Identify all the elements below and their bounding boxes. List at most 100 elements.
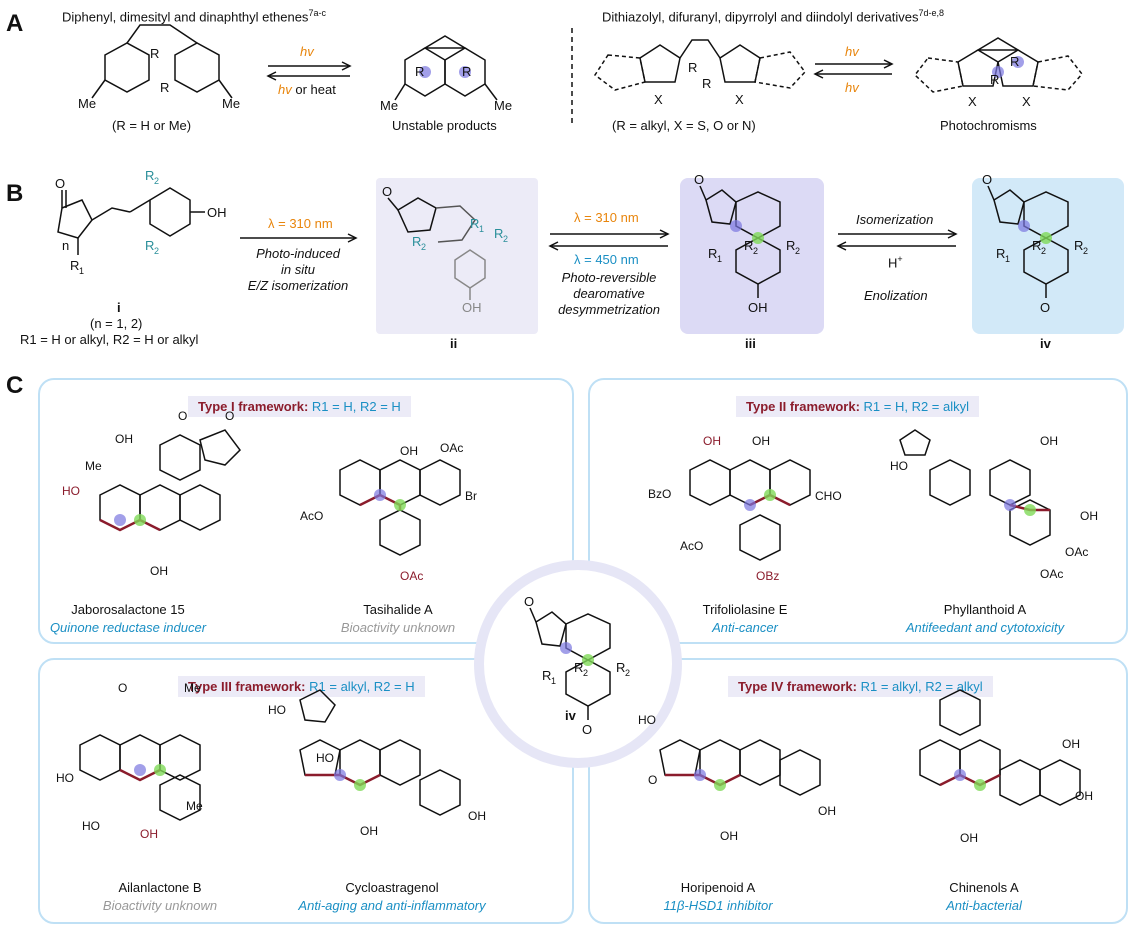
step3-forward-label: Isomerization — [856, 212, 934, 227]
svg-text:OAc: OAc — [1065, 545, 1088, 559]
svg-text:1: 1 — [717, 254, 722, 264]
center-core-circle — [474, 560, 682, 768]
panel-a-fwd-label: hv — [300, 44, 314, 59]
svg-text:1: 1 — [1005, 254, 1010, 264]
svg-text:2: 2 — [154, 246, 159, 256]
compound-name: Chinenols A — [949, 880, 1019, 895]
framework-box-type-4 — [588, 658, 1128, 924]
svg-text:Me: Me — [494, 98, 512, 113]
svg-text:R: R — [160, 80, 169, 95]
svg-text:Me: Me — [78, 96, 96, 111]
svg-text:1: 1 — [79, 266, 84, 276]
compound-i-n: (n = 1, 2) — [90, 316, 143, 331]
svg-text:2: 2 — [503, 234, 508, 244]
framework-badge-type-4: Type IV framework: R1 = alkyl, R2 = alky… — [728, 676, 993, 697]
framework-box-type-1 — [38, 378, 574, 644]
compound-activity: Anti-cancer — [712, 620, 778, 635]
svg-text:R: R — [708, 246, 717, 261]
svg-text:R: R — [494, 226, 503, 241]
panel-a-back-label: hv or heat — [278, 82, 336, 97]
compound-name: Tasihalide A — [363, 602, 433, 617]
framework-badge-type-1: Type I framework: R1 = H, R2 = H — [188, 396, 411, 417]
svg-text:OAc: OAc — [400, 569, 423, 583]
compound-name: Phyllanthoid A — [943, 602, 1027, 617]
framework-badge-type-2: Type II framework: R1 = H, R2 = alkyl — [736, 396, 980, 417]
stilbene-alkene — [126, 24, 198, 44]
step1-lambda: λ = 310 nm — [268, 216, 333, 231]
svg-text:OH: OH — [1075, 789, 1093, 803]
center-core-label: iv — [565, 708, 576, 723]
panel-letter-b: B — [6, 180, 24, 207]
svg-text:O: O — [648, 773, 657, 787]
compound-ii-label: ii — [450, 336, 458, 351]
panel-a-right-back: hv — [845, 80, 859, 95]
svg-text:HO: HO — [82, 819, 100, 833]
svg-text:AcO: AcO — [300, 509, 323, 523]
svg-text:X: X — [735, 92, 744, 107]
compound-iv-label: iv — [1040, 336, 1051, 351]
compound-iii-label: iii — [745, 336, 756, 351]
svg-text:HO: HO — [62, 484, 80, 498]
svg-text:X: X — [1022, 94, 1031, 109]
svg-text:R: R — [150, 46, 159, 61]
svg-text:2: 2 — [583, 668, 588, 678]
framework-badge-type-3: Type III framework: R1 = alkyl, R2 = H — [178, 676, 425, 697]
svg-text:1: 1 — [479, 224, 484, 234]
svg-text:R: R — [412, 234, 421, 249]
svg-text:O: O — [524, 594, 534, 609]
svg-text:R: R — [1032, 238, 1041, 253]
svg-text:OH: OH — [462, 300, 482, 315]
svg-text:OH: OH — [400, 444, 418, 458]
svg-text:2: 2 — [625, 668, 630, 678]
svg-text:R: R — [786, 238, 795, 253]
step1-description: Photo-induced in situ E/Z isomerization — [247, 246, 349, 293]
svg-text:O: O — [1040, 300, 1050, 315]
svg-text:HO: HO — [890, 459, 908, 473]
svg-text:R: R — [990, 72, 999, 87]
compound-activity: Anti-aging and anti-inflammatory — [298, 898, 486, 913]
cyclopentanone-iii — [705, 189, 737, 225]
panel-a-right-sub: (R = alkyl, X = S, O or N) — [612, 118, 756, 133]
svg-text:X: X — [968, 94, 977, 109]
panel-a-right-title: Dithiazolyl, difuranyl, dipyrrolyl and d… — [602, 8, 945, 25]
svg-text:n: n — [62, 238, 69, 253]
svg-text:Br: Br — [465, 489, 477, 503]
svg-text:Me: Me — [380, 98, 398, 113]
svg-text:R: R — [70, 258, 79, 273]
step2-back-label: λ = 450 nm — [574, 252, 639, 267]
panel-a-left-product: Unstable products — [392, 118, 497, 133]
svg-text:R: R — [1074, 238, 1083, 253]
svg-text:R: R — [702, 76, 711, 91]
svg-text:OH: OH — [1040, 434, 1058, 448]
svg-text:R: R — [542, 668, 551, 683]
panel-letter-c: C — [6, 372, 24, 399]
svg-text:2: 2 — [1083, 246, 1088, 256]
chinenols-structure — [919, 689, 1081, 806]
ailanlactone-structure — [79, 734, 201, 821]
svg-text:OAc: OAc — [440, 441, 463, 455]
panel-a-right-fwd: hv — [845, 44, 859, 59]
svg-text:OH: OH — [360, 824, 378, 838]
svg-text:HO: HO — [638, 713, 656, 727]
cyclopentanone-iv — [993, 189, 1025, 225]
step2-forward-label: λ = 310 nm — [574, 210, 639, 225]
svg-text:R: R — [145, 168, 154, 183]
compound-activity: Bioactivity unknown — [340, 620, 456, 635]
compound-name: Jaborosalactone 15 — [71, 602, 185, 617]
svg-text:R: R — [616, 660, 625, 675]
panel-a-left-sub: (R = H or Me) — [112, 118, 192, 133]
svg-text:O: O — [55, 176, 65, 191]
svg-text:O: O — [582, 722, 592, 737]
svg-text:O: O — [178, 409, 187, 423]
svg-text:OH: OH — [960, 831, 978, 845]
panel-a-left-title: Diphenyl, dimesityl and dinaphthyl ethen… — [62, 8, 326, 25]
compound-activity: Antifeedant and cytotoxicity — [905, 620, 1065, 635]
compound-i-label: i — [117, 300, 121, 315]
panel-a-right-product: Photochromisms — [940, 118, 1037, 133]
svg-text:OH: OH — [1062, 737, 1080, 751]
svg-text:R: R — [688, 60, 697, 75]
svg-text:R: R — [470, 216, 479, 231]
